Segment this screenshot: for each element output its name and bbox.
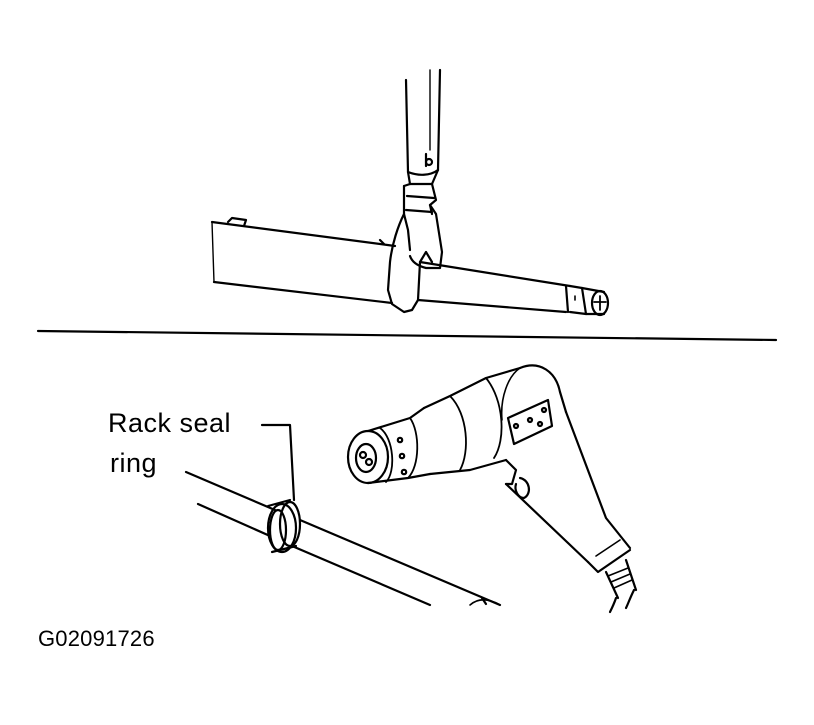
bottom-panel xyxy=(184,364,638,614)
callout-label-line2: ring xyxy=(110,448,158,478)
heat-gun-nozzle xyxy=(346,429,390,485)
heat-gun[interactable] xyxy=(346,364,638,614)
torque-wrench-handle xyxy=(404,68,442,186)
crowfoot-wrench xyxy=(386,182,444,314)
rack-housing xyxy=(210,216,397,305)
trigger xyxy=(514,476,530,500)
rack-seal-ring[interactable] xyxy=(266,498,302,554)
rack-shaft-lower xyxy=(184,470,502,607)
callout-leader xyxy=(260,423,296,502)
top-panel xyxy=(210,68,610,317)
figure-id: G02091726 xyxy=(38,626,155,651)
callout-label-line1: Rack seal xyxy=(108,408,232,438)
rack-shaft xyxy=(416,260,610,317)
panel-divider xyxy=(36,329,778,342)
